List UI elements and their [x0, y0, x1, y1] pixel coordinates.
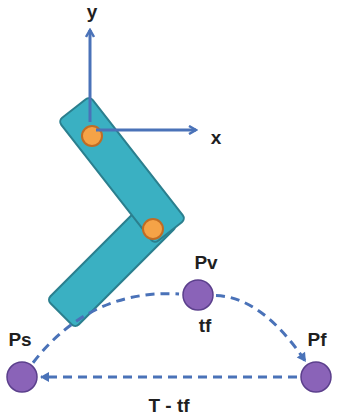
axis-label: x: [211, 128, 222, 147]
x-axis: [96, 129, 196, 132]
circle-outline: [182, 279, 214, 311]
upper-link: [58, 96, 186, 244]
y-axis: [89, 30, 92, 122]
trajectory-arrow: [216, 296, 305, 362]
time-label: tf: [199, 316, 212, 335]
point-circle: [300, 361, 332, 393]
point-label: Ps: [8, 330, 31, 349]
axis-label: y: [87, 2, 98, 21]
trajectory-arrow: [33, 294, 179, 363]
point-circle: [182, 279, 214, 311]
trajectory-arrow: [41, 376, 297, 379]
circle-outline: [6, 361, 38, 393]
point-label: Pv: [194, 253, 217, 272]
knee-joint: [143, 219, 163, 239]
edge-label: T - tf: [146, 396, 191, 415]
circle-outline: [300, 361, 332, 393]
point-circle: [6, 361, 38, 393]
point-label: Pf: [308, 330, 327, 349]
